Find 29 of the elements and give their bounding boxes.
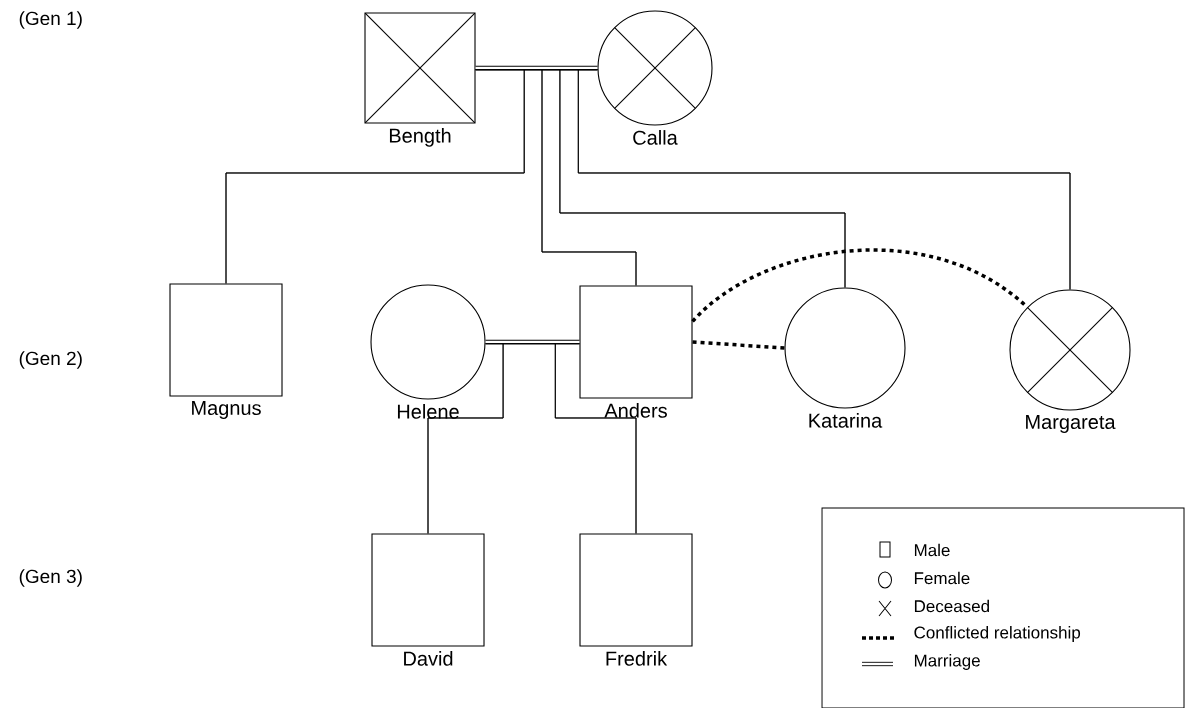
- legend-text: Conflicted relationship: [914, 626, 1081, 642]
- male-square: Fredrik: [579, 533, 693, 666]
- node-label: Magnus: [192, 401, 261, 420]
- node-label: Calla: [633, 130, 678, 145]
- node-label: David: [404, 651, 453, 666]
- legend-text: Marriage: [914, 654, 980, 670]
- node-label: Katarina: [809, 413, 883, 428]
- legend-text: Deceased: [914, 599, 989, 613]
- descent-line: [541, 69, 637, 286]
- legend-text: Male: [914, 543, 950, 557]
- generation-label: (Gen 2): [19, 351, 82, 369]
- node-label: Anders: [604, 403, 667, 418]
- descent-line: [554, 343, 637, 534]
- male-square: Magnus: [169, 283, 283, 419]
- node-label: Bength: [389, 128, 451, 147]
- descent-line: [577, 69, 1071, 290]
- conflict-line: [692, 340, 785, 350]
- generation-label: (Gen 1): [19, 11, 82, 29]
- generation-label: (Gen 3): [19, 569, 82, 587]
- male-square: David: [371, 533, 485, 666]
- male-square: Anders: [579, 285, 693, 418]
- marriage-line: [475, 65, 598, 71]
- male-square: Bength: [364, 12, 476, 147]
- node-label: Margareta: [1026, 415, 1116, 434]
- node-label: Helene: [397, 404, 459, 419]
- marriage-line: [485, 339, 580, 345]
- legend-text: Female: [914, 571, 970, 585]
- descent-line: [559, 69, 846, 288]
- node-label: Fredrik: [606, 651, 668, 666]
